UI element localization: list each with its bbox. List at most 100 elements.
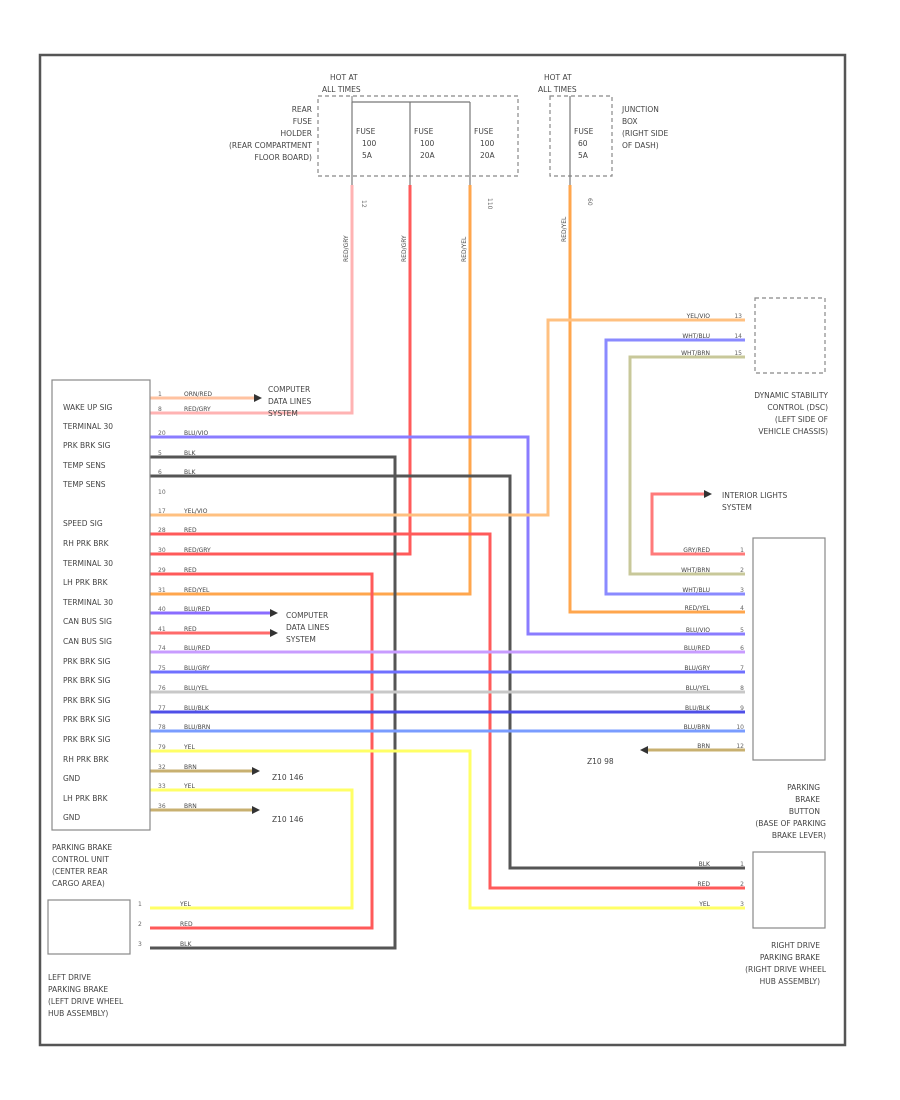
cu-wire-color: BLK bbox=[184, 450, 196, 457]
cu-wire-color: BRN bbox=[184, 764, 197, 771]
svg-text:DYNAMIC STABILITY: DYNAMIC STABILITY bbox=[754, 391, 828, 400]
svg-text:REAR: REAR bbox=[292, 105, 312, 114]
cu-wire-pin: 29 bbox=[158, 567, 166, 574]
cu-wire-color: RED bbox=[184, 567, 197, 574]
cu-wire-pin: 40 bbox=[158, 606, 166, 613]
svg-text:100: 100 bbox=[480, 139, 495, 148]
svg-text:5A: 5A bbox=[578, 151, 589, 160]
svg-text:INTERIOR LIGHTS: INTERIOR LIGHTS bbox=[722, 491, 787, 500]
button-wire-color: BLU/VIO bbox=[686, 627, 710, 634]
svg-text:BRAKE LEVER): BRAKE LEVER) bbox=[772, 831, 826, 840]
button-wire-pin: 10 bbox=[736, 724, 744, 731]
button-wire-color: BRN bbox=[697, 743, 710, 750]
cu-pin-label: PRK BRK SIG bbox=[63, 735, 111, 744]
cu-wire-pin: 77 bbox=[158, 705, 166, 712]
rear-fuse-3: FUSE 100 20A 110 bbox=[469, 102, 496, 210]
svg-text:JUNCTION: JUNCTION bbox=[621, 105, 659, 114]
cu-wire-pin: 76 bbox=[158, 685, 166, 692]
svg-text:100: 100 bbox=[362, 139, 377, 148]
cu-wire-pin: 74 bbox=[158, 645, 166, 652]
cu-wire-pin: 78 bbox=[158, 724, 166, 731]
cu-wire-color: BRN bbox=[184, 803, 197, 810]
svg-text:Z10 98: Z10 98 bbox=[587, 757, 614, 766]
svg-text:FUSE: FUSE bbox=[293, 117, 313, 126]
cu-pin-label: LH PRK BRK bbox=[63, 794, 109, 803]
right-drive-wire-color: YEL bbox=[698, 901, 710, 908]
wire-junction-fuse bbox=[568, 185, 745, 614]
svg-text:(CENTER REAR: (CENTER REAR bbox=[52, 867, 108, 876]
left-drive-wire-pin: 3 bbox=[138, 941, 142, 948]
cu-wire-pin: 10 bbox=[158, 489, 166, 496]
svg-text:HUB ASSEMBLY): HUB ASSEMBLY) bbox=[48, 1009, 108, 1018]
svg-text:60: 60 bbox=[578, 139, 588, 148]
svg-text:20A: 20A bbox=[420, 151, 436, 160]
ground-ref-1: Z10 146 bbox=[252, 767, 304, 782]
cu-wire-pin: 20 bbox=[158, 430, 166, 437]
junction-fuse-box: HOT AT ALL TIMES FUSE 60 5A 60 JUNCTION … bbox=[538, 73, 669, 206]
svg-text:FUSE: FUSE bbox=[474, 127, 494, 136]
wire-lh-yel bbox=[150, 788, 354, 910]
svg-text:60: 60 bbox=[586, 198, 593, 206]
computer-data-lines-ref-2: COMPUTER DATA LINES SYSTEM bbox=[270, 609, 329, 644]
button-wire-color: GRY/RED bbox=[683, 547, 710, 554]
dsc-wire-color: WHT/BLU bbox=[682, 333, 710, 340]
svg-text:SYSTEM: SYSTEM bbox=[722, 503, 752, 512]
dsc-wire-pin: 15 bbox=[734, 350, 742, 357]
cu-wire-color: RED/GRY bbox=[184, 547, 211, 554]
svg-text:RED/YEL: RED/YEL bbox=[461, 236, 468, 262]
button-wire-color: RED/YEL bbox=[685, 605, 711, 612]
svg-text:COMPUTER: COMPUTER bbox=[286, 611, 328, 620]
wire-dsc-wht-brn bbox=[628, 355, 745, 576]
right-drive-wire-color: RED bbox=[697, 881, 710, 888]
rear-fuse-1: FUSE 100 5A 12 bbox=[351, 102, 377, 208]
button-wire-pin: 6 bbox=[740, 645, 744, 652]
svg-text:CONTROL (DSC): CONTROL (DSC) bbox=[767, 403, 828, 412]
button-wire-color: WHT/BLU bbox=[682, 587, 710, 594]
rear-fuse-2: FUSE 100 20A bbox=[409, 102, 436, 185]
cu-wire-color: RED bbox=[184, 527, 197, 534]
cu-pin-label: CAN BUS SIG bbox=[63, 617, 112, 626]
svg-text:20A: 20A bbox=[480, 151, 496, 160]
dsc-wire-color: WHT/BRN bbox=[681, 350, 710, 357]
svg-text:110: 110 bbox=[486, 198, 493, 210]
svg-text:BUTTON: BUTTON bbox=[789, 807, 820, 816]
left-drive-wire-pin: 2 bbox=[138, 921, 142, 928]
cu-wire-color: BLU/BLK bbox=[184, 705, 210, 712]
svg-text:PARKING BRAKE: PARKING BRAKE bbox=[52, 843, 112, 852]
rear-fuse-holder: HOT AT ALL TIMES FUSE 100 5A 12 FUSE 100… bbox=[229, 73, 519, 210]
cu-wire-color: RED/YEL bbox=[184, 587, 210, 594]
svg-text:FLOOR BOARD): FLOOR BOARD) bbox=[255, 153, 313, 162]
ground-ref-2: Z10 146 bbox=[252, 806, 304, 824]
button-wire-pin: 3 bbox=[740, 587, 744, 594]
cu-pin-label: PRK BRK SIG bbox=[63, 676, 111, 685]
cu-wire-pin: 5 bbox=[158, 450, 162, 457]
svg-text:ALL TIMES: ALL TIMES bbox=[538, 85, 577, 94]
dsc-wire-pin: 14 bbox=[734, 333, 742, 340]
svg-text:HOLDER: HOLDER bbox=[281, 129, 312, 138]
cu-pin-label: TERMINAL 30 bbox=[62, 598, 113, 607]
cu-pin-label: RH PRK BRK bbox=[63, 755, 110, 764]
cu-pin-label: GND bbox=[63, 774, 80, 783]
button-wire-color: BLU/YEL bbox=[686, 685, 711, 692]
wire-rear-fuse-3 bbox=[150, 185, 472, 596]
cu-wire-pin: 31 bbox=[158, 587, 166, 594]
ground-ref-98: Z10 98 bbox=[587, 746, 648, 766]
right-drive-wire-color: BLK bbox=[699, 861, 711, 868]
wire-speed-sig bbox=[150, 318, 745, 517]
svg-text:BRAKE: BRAKE bbox=[795, 795, 820, 804]
svg-text:SYSTEM: SYSTEM bbox=[286, 635, 316, 644]
button-wire-color: WHT/BRN bbox=[681, 567, 710, 574]
wire-rh-yel bbox=[150, 749, 745, 910]
svg-text:HOT AT: HOT AT bbox=[544, 73, 572, 82]
diagram-border bbox=[38, 53, 847, 1047]
cu-wire-pin: 33 bbox=[158, 783, 166, 790]
svg-text:(LEFT DRIVE WHEEL: (LEFT DRIVE WHEEL bbox=[48, 997, 124, 1006]
button-wire-color: BLU/BLK bbox=[685, 705, 711, 712]
